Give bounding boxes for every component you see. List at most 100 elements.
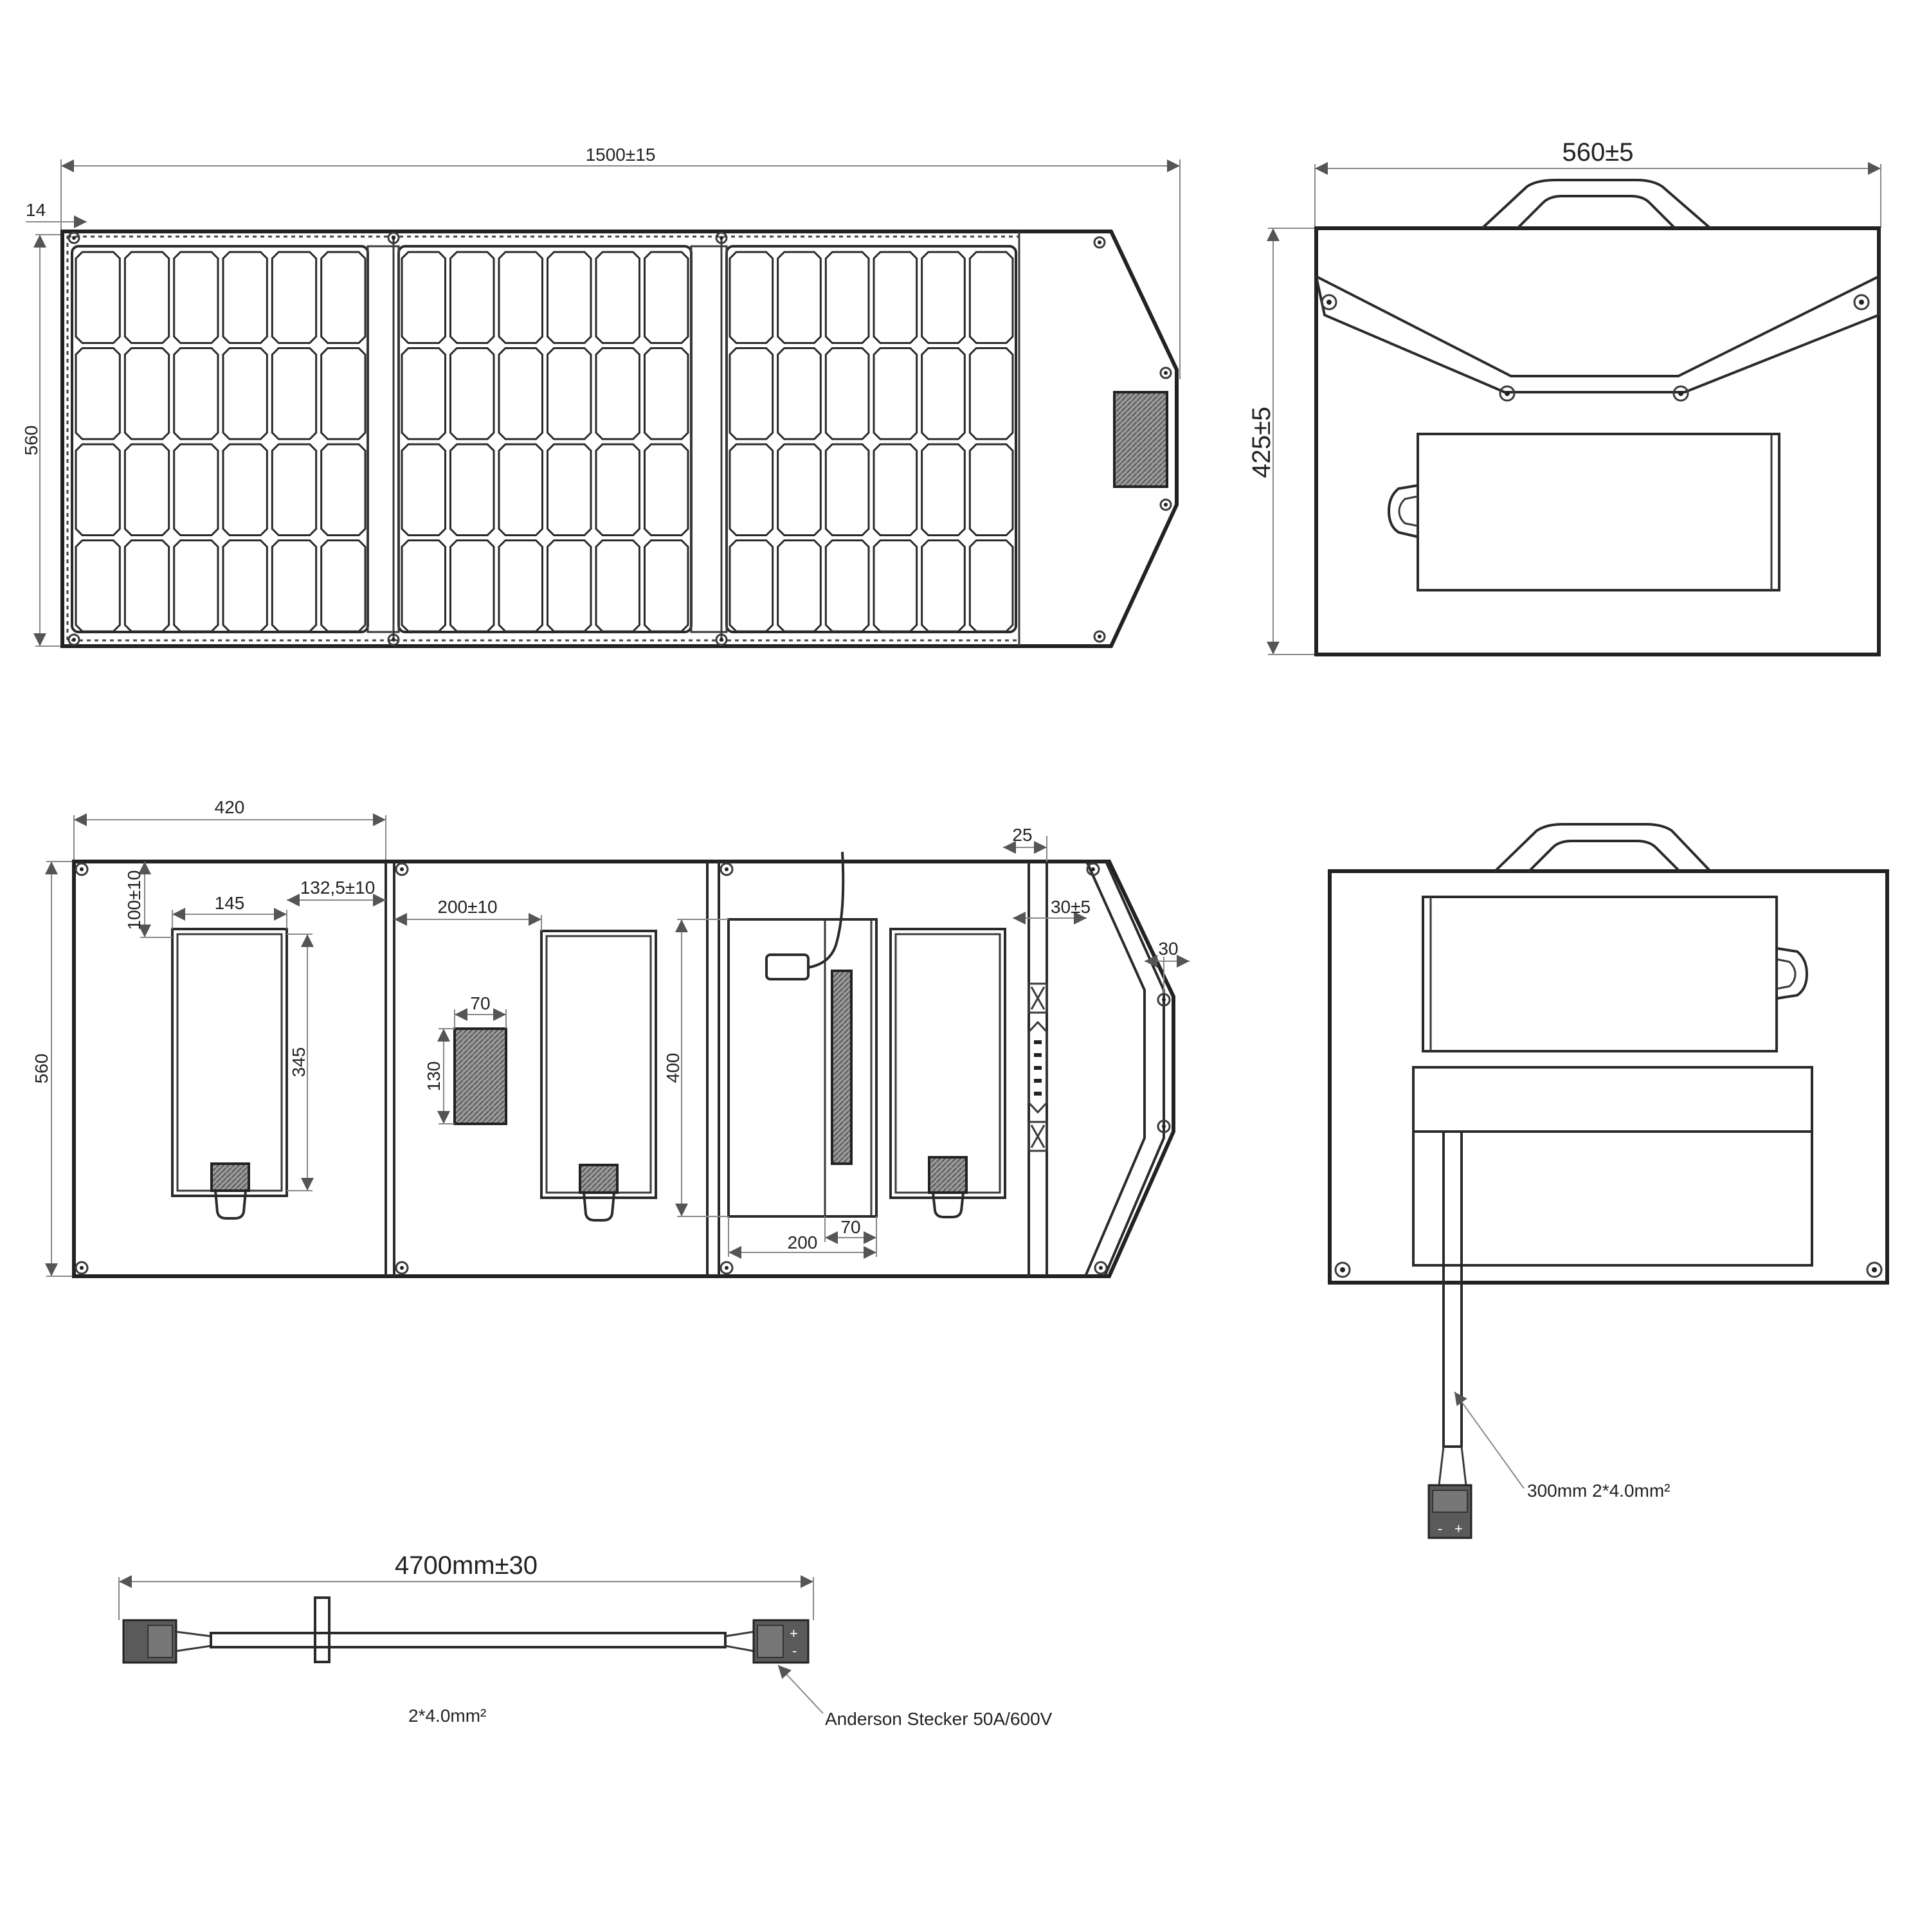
- solar-cell: [729, 347, 774, 440]
- pocket-pull-tab-inner: [1776, 958, 1797, 990]
- solar-cell: [644, 251, 689, 344]
- pocket-3: [889, 928, 1006, 1199]
- buckle-slot: [1034, 1092, 1042, 1096]
- solar-cell: [824, 539, 870, 633]
- solar-cell: [824, 443, 870, 536]
- dimension-label-30-5: 30±5: [1051, 897, 1091, 917]
- pocket-1-tab: [214, 1190, 247, 1220]
- lower-flap: [1412, 1066, 1813, 1267]
- panel-frame: [725, 245, 1017, 633]
- width-dimension-label: 1500±15: [586, 145, 656, 165]
- cable-split: [1438, 1446, 1467, 1486]
- pocket-3-tab: [932, 1192, 964, 1218]
- solar-cell: [595, 347, 640, 440]
- pocket-2-tab: [583, 1192, 615, 1222]
- grommet: [1334, 1261, 1351, 1278]
- solar-cell: [75, 443, 121, 536]
- pocket-2-inner: [545, 935, 652, 1194]
- solar-cell: [777, 251, 822, 344]
- carry-handle-inner: [1516, 195, 1676, 230]
- solar-cell: [873, 539, 918, 633]
- left-connector-wires: [176, 1630, 212, 1652]
- buckle-bottom: [1028, 1121, 1048, 1152]
- grommet-center: [1340, 1267, 1345, 1272]
- cable-cross-section-label: 2*4.0mm²: [408, 1706, 486, 1726]
- solar-cell: [644, 539, 689, 633]
- dimension-label-560: 560: [32, 1054, 51, 1084]
- extension-cable-view: 4700mm±30 + - Anderson Stecker 50A/600V …: [118, 1551, 1053, 1729]
- panel-frame: [397, 245, 693, 633]
- pocket-1-closure: [210, 1162, 250, 1192]
- solar-cell: [173, 443, 219, 536]
- solar-cell: [873, 347, 918, 440]
- grommet: [1866, 1261, 1883, 1278]
- solar-cell: [729, 539, 774, 633]
- side-view: 560±5 425±5: [1247, 138, 1881, 656]
- solar-panel-1: [75, 251, 367, 633]
- connector-minus-icon: -: [792, 1643, 797, 1659]
- solar-cell: [498, 347, 543, 440]
- dimension-label-400: 400: [663, 1053, 683, 1083]
- solar-cell: [824, 251, 870, 344]
- solar-cell: [777, 443, 822, 536]
- dimension-label-70-top: 70: [470, 993, 490, 1013]
- dimension-label-200-10: 200±10: [437, 897, 497, 917]
- buckle-slot: [1034, 1079, 1042, 1083]
- right-connector-wires: [725, 1630, 754, 1652]
- case-view: - + 300mm 2*4.0mm²: [1328, 823, 1889, 1539]
- back-view: 420 560: [32, 797, 1190, 1278]
- velcro-strip: [831, 970, 853, 1165]
- dimension-label-420: 420: [215, 797, 245, 817]
- buckle-top: [1028, 982, 1048, 1014]
- solar-cell: [401, 539, 446, 633]
- solar-cell: [75, 539, 121, 633]
- solar-cell: [644, 347, 689, 440]
- velcro-patch: [1113, 391, 1168, 488]
- solar-cell: [921, 443, 966, 536]
- case-width-dimension-label: 560±5: [1562, 138, 1634, 167]
- solar-cell: [873, 443, 918, 536]
- solar-cell: [222, 347, 268, 440]
- solar-cell: [222, 539, 268, 633]
- case-height-dimension-label: 425±5: [1247, 407, 1276, 478]
- case-body: [1314, 226, 1881, 656]
- dimension-label-25: 25: [1012, 825, 1032, 845]
- solar-cell: [968, 347, 1014, 440]
- solar-cell: [173, 539, 219, 633]
- solar-cell: [449, 443, 495, 536]
- solar-panel-3: [729, 251, 1014, 633]
- grommet-center: [1872, 1267, 1877, 1272]
- back-grommets: [75, 862, 1171, 1275]
- buckle-bottom-cross: [1030, 1124, 1046, 1148]
- height-dimension-label: 560: [21, 426, 41, 456]
- solar-cell: [123, 347, 170, 440]
- solar-cell: [595, 251, 640, 344]
- solar-cell: [968, 539, 1014, 633]
- left-connector-head: [147, 1625, 173, 1658]
- solar-cell: [449, 347, 495, 440]
- solar-cell: [173, 251, 219, 344]
- solar-cell: [595, 443, 640, 536]
- solar-cell: [271, 347, 318, 440]
- pocket-pull-tab: [1776, 947, 1809, 1000]
- solar-cell: [921, 347, 966, 440]
- solar-cell: [968, 443, 1014, 536]
- panel-gap: [367, 245, 400, 633]
- solar-cell: [401, 347, 446, 440]
- controller-cable: [806, 851, 845, 969]
- carry-handle-inner: [1528, 840, 1681, 872]
- solar-cell: [123, 251, 170, 344]
- dimension-label-132: 132,5±10: [300, 878, 376, 898]
- dimension-label-70-bottom: 70: [840, 1217, 860, 1237]
- pocket-pull-tab: [1387, 484, 1418, 538]
- flap-strap-outer: [1103, 861, 1165, 1277]
- strap-grommets: [1321, 294, 1870, 402]
- upper-pocket: [1422, 896, 1778, 1052]
- connector-label: Anderson Stecker 50A/600V: [825, 1709, 1053, 1729]
- solar-cell: [547, 347, 592, 440]
- solar-cell: [173, 347, 219, 440]
- solar-cell: [921, 539, 966, 633]
- dimension-label-30: 30: [1158, 939, 1178, 959]
